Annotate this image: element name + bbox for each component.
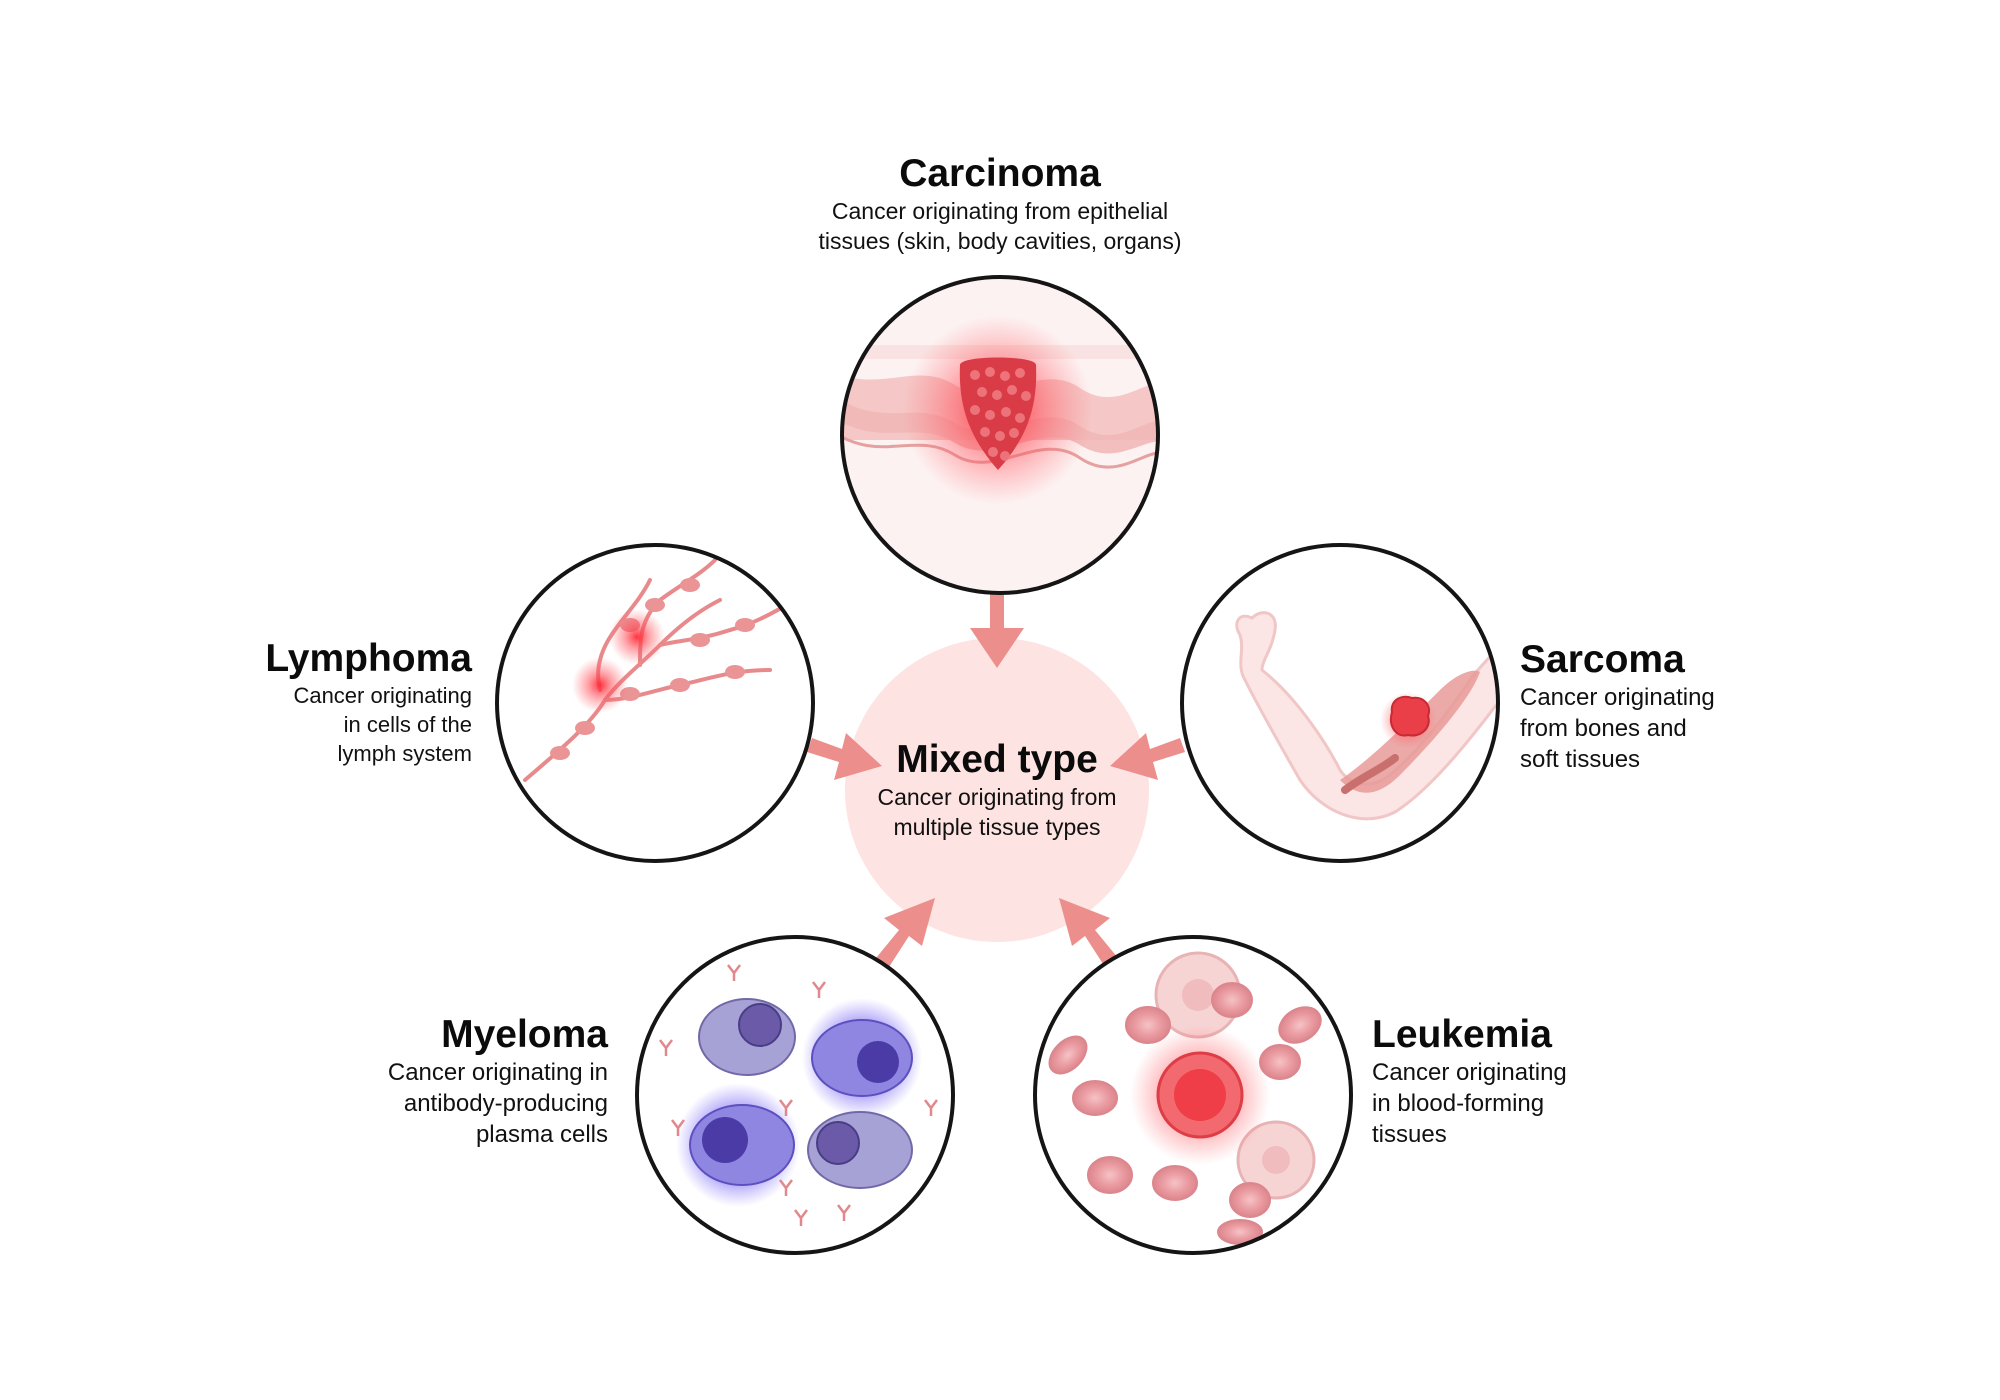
lymphoma-illustration xyxy=(497,545,813,861)
sarcoma-label: Sarcoma Cancer originating from bones an… xyxy=(1520,638,1820,775)
leukemia-desc-line-3: tissues xyxy=(1372,1121,1447,1148)
myeloma-circle xyxy=(635,935,955,1255)
myeloma-title: Myeloma xyxy=(441,1013,608,1056)
mixed-type-circle xyxy=(845,638,1149,942)
leukemia-illustration xyxy=(1035,937,1351,1253)
mixed-type-title: Mixed type xyxy=(896,738,1098,781)
mixed-type-label: Mixed type Cancer originating from multi… xyxy=(845,738,1149,842)
lymphoma-circle xyxy=(495,543,815,863)
lymphoma-desc-line-1: Cancer originating xyxy=(293,683,472,708)
myeloma-desc-line-3: plasma cells xyxy=(475,1121,608,1148)
myeloma-label: Myeloma Cancer originating in antibody-p… xyxy=(308,1013,608,1150)
carcinoma-title: Carcinoma xyxy=(899,152,1101,195)
sarcoma-illustration xyxy=(1182,545,1498,861)
lymphoma-desc-line-2: in cells of the xyxy=(343,712,472,737)
arrow-myeloma-to-center xyxy=(876,898,935,967)
leukemia-circle xyxy=(1033,935,1353,1255)
sarcoma-title: Sarcoma xyxy=(1520,638,1685,681)
mixed-type-desc-line-2: multiple tissue types xyxy=(893,814,1101,840)
sarcoma-desc-line-1: Cancer originating xyxy=(1520,684,1715,711)
sarcoma-circle xyxy=(1180,543,1500,863)
carcinoma-circle xyxy=(840,275,1160,595)
myeloma-desc-line-1: Cancer originating in xyxy=(387,1059,608,1086)
arrow-lymphoma-to-center xyxy=(807,733,882,780)
sarcoma-desc-line-2: from bones and xyxy=(1520,715,1687,742)
lymphoma-title: Lymphoma xyxy=(265,637,472,680)
leukemia-desc-line-2: in blood-forming xyxy=(1372,1090,1545,1117)
carcinoma-desc-line-1: Cancer originating from epithelial xyxy=(831,198,1169,224)
lymphoma-desc-line-3: lymph system xyxy=(337,741,472,766)
carcinoma-desc-line-2: tissues (skin, body cavities, organs) xyxy=(818,228,1182,254)
lymphoma-label: Lymphoma Cancer originating in cells of … xyxy=(172,637,472,768)
sarcoma-desc-line-3: soft tissues xyxy=(1520,746,1641,773)
arrow-sarcoma-to-center xyxy=(1110,733,1185,780)
leukemia-desc-line-1: Cancer originating xyxy=(1372,1059,1567,1086)
myeloma-desc-line-2: antibody-producing xyxy=(403,1090,608,1117)
carcinoma-illustration xyxy=(842,277,1158,593)
arrow-leukemia-to-center xyxy=(1059,898,1118,967)
mixed-type-desc-line-1: Cancer originating from xyxy=(877,784,1117,810)
leukemia-label: Leukemia Cancer originating in blood-for… xyxy=(1372,1013,1672,1150)
carcinoma-label: Carcinoma Cancer originating from epithe… xyxy=(770,152,1230,256)
myeloma-illustration xyxy=(637,937,953,1253)
leukemia-title: Leukemia xyxy=(1372,1013,1552,1056)
arrow-carcinoma-to-center xyxy=(970,593,1024,668)
